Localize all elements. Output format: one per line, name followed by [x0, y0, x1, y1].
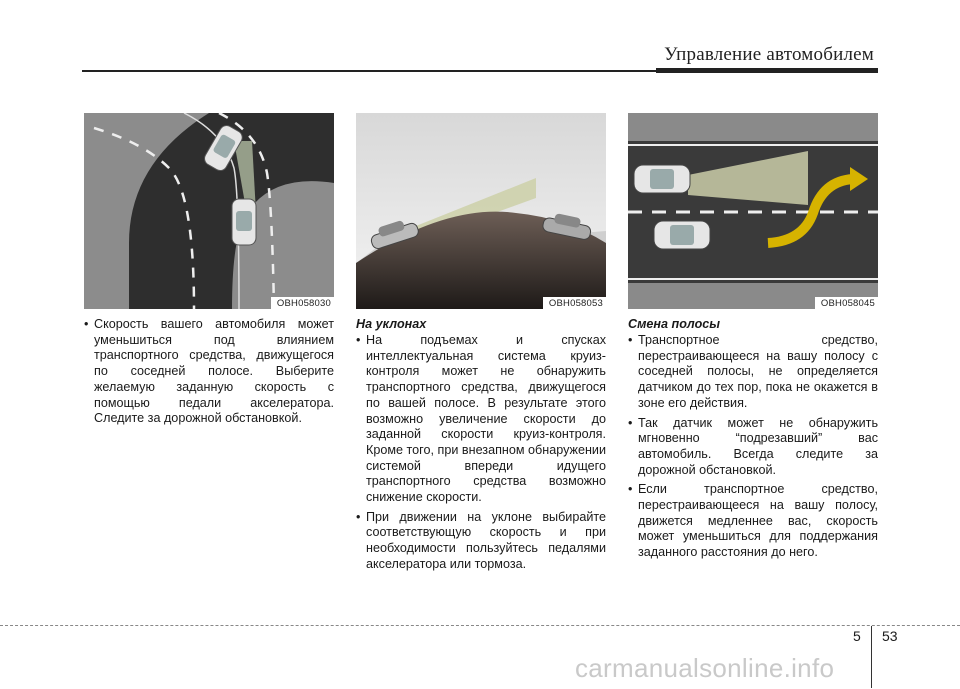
car-top — [542, 213, 592, 240]
header-rule — [82, 70, 878, 72]
watermark: carmanualsonline.info — [575, 653, 835, 683]
bullet-item: Если транспортное средство, перестраиваю… — [628, 482, 878, 561]
section-title: На уклонах — [356, 317, 427, 331]
own-car — [633, 164, 691, 194]
car-uphill — [370, 220, 419, 249]
section-title: Смена полосы — [628, 317, 721, 331]
figure-code: OBH058053 — [542, 297, 606, 309]
own-car — [231, 198, 257, 246]
lane-change-illustration — [628, 113, 878, 309]
car-ahead — [204, 125, 243, 172]
figure-slope: OBH058053 — [356, 113, 606, 309]
bullet-item: При движении на уклоне выбирайте соответ… — [356, 510, 606, 573]
curve-road-illustration — [84, 113, 334, 309]
column-slopes: OBH058053 На уклонах На подъемах и спуск… — [356, 113, 606, 577]
page-separator — [871, 626, 872, 688]
column-lane-change: OBH058045 Смена полосы Транспортное сред… — [628, 113, 878, 565]
column-curve: OBH058030 Скорость вашего автомобиля мож… — [84, 113, 334, 431]
slope-illustration — [356, 113, 606, 309]
page-header-title: Управление автомобилем — [664, 44, 874, 65]
cutting-car — [653, 220, 711, 250]
figure-curve-road: OBH058030 — [84, 113, 334, 309]
bullet-item: Так датчик может не обнаружить мгновенно… — [628, 416, 878, 479]
bullet-item: На подъемах и спусках интеллектуальная с… — [356, 333, 606, 506]
chapter-number: 5 — [853, 628, 861, 644]
figure-code: OBH058045 — [814, 297, 878, 309]
bullet-item: Транспортное средство, перестраивающееся… — [628, 333, 878, 412]
bullet-item: Скорость вашего автомобиля может уменьши… — [84, 317, 334, 427]
page-number: 53 — [882, 628, 898, 644]
header-rule-accent — [656, 68, 878, 73]
footer-rule — [0, 625, 960, 626]
figure-code: OBH058030 — [270, 297, 334, 309]
figure-lane-change: OBH058045 — [628, 113, 878, 309]
